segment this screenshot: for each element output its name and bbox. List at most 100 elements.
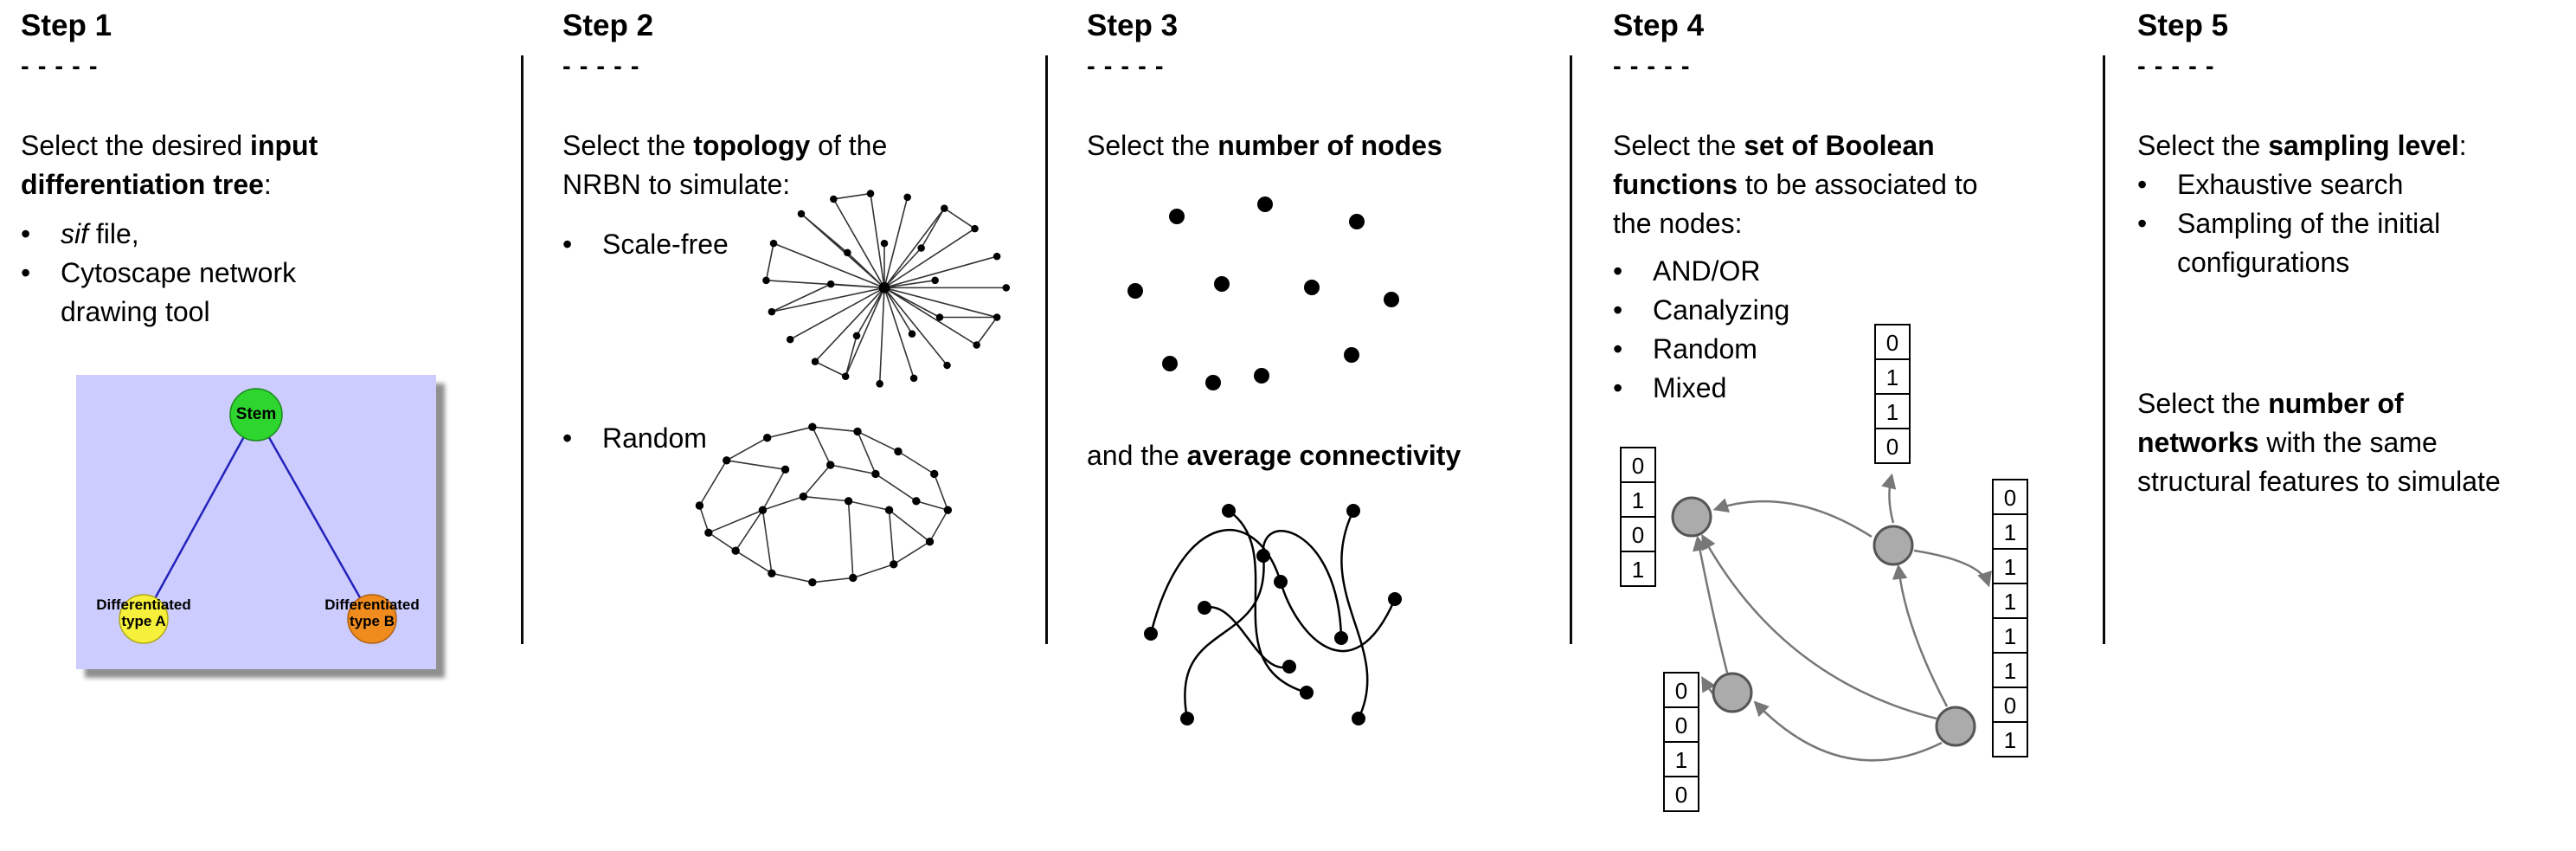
- text-bold: set of Boolean: [1744, 130, 1935, 161]
- step4-dashes: - - - - -: [1613, 53, 1691, 81]
- step5-p2-line1: Select the number of: [2137, 384, 2570, 423]
- table-cell: 0: [1620, 516, 1656, 552]
- table-cell: 1: [1620, 551, 1656, 587]
- bullet-marker: •: [1613, 255, 1623, 287]
- text: Scale-free: [602, 229, 729, 260]
- text: and the: [1087, 440, 1187, 471]
- type-b-label: Differentiated type B: [312, 596, 433, 629]
- text: configurations: [2177, 247, 2350, 278]
- bullet-marker: •: [562, 229, 573, 260]
- bullet-cytoscape: • Cytoscape network drawing tool: [21, 254, 502, 332]
- step5-p1: Select the sampling level:: [2137, 126, 2570, 165]
- step5-bullets: • Exhaustive search • Sampling of the in…: [2137, 165, 2570, 282]
- scale-free-network-graphic: [762, 190, 1011, 388]
- step3-column: Step 3 - - - - - Select the number of no…: [1087, 9, 1554, 725]
- table-cell: 1: [1992, 617, 2028, 654]
- boolean-network-graphic: 0 1 1 0 0 1 0 1 0 0 1 0 0 1 1 1: [1613, 312, 2094, 851]
- step5-dashes: - - - - -: [2137, 53, 2215, 81]
- table-cell: 0: [1663, 706, 1699, 743]
- table-cell: 0: [1620, 447, 1656, 483]
- text: drawing tool: [61, 296, 210, 327]
- step5-p2-line2: networks with the same: [2137, 423, 2570, 462]
- step3-line1: Select the number of nodes: [1087, 126, 1554, 165]
- step4-intro-line1: Select the set of Boolean: [1613, 126, 2094, 165]
- step4-intro-line3: the nodes:: [1613, 208, 1743, 239]
- text: Select the: [1613, 130, 1744, 161]
- step1-intro-line2: differentiation tree:: [21, 165, 502, 204]
- text: :: [263, 169, 272, 200]
- text-bold: differentiation tree: [21, 169, 264, 200]
- bullet-marker: •: [1613, 333, 1623, 364]
- step4-bullets: •AND/OR •Canalyzing •Random •Mixed: [1613, 252, 2094, 408]
- text: :: [2458, 130, 2467, 161]
- text: type A: [121, 613, 166, 629]
- table-cell: 1: [1992, 721, 2028, 758]
- text: Exhaustive search: [2177, 169, 2404, 200]
- text-bold: topology: [693, 130, 811, 161]
- bullet-sampling: • Sampling of the initial configurations: [2137, 204, 2570, 282]
- step1-title: Step 1: [21, 9, 112, 42]
- table-cell: 0: [1992, 687, 2028, 723]
- text: Select the: [2137, 130, 2269, 161]
- step3-title: Step 3: [1087, 9, 1179, 42]
- text: Random: [602, 422, 707, 454]
- step3-line2: and the average connectivity: [1087, 436, 1461, 475]
- divider-2: [1045, 55, 1048, 644]
- step5-p2-line3: structural features to simulate: [2137, 466, 2501, 497]
- table-cell: 1: [1620, 481, 1656, 518]
- type-b-node: [347, 594, 397, 644]
- bullet-marker: •: [2137, 208, 2148, 239]
- boolean-node-3: [1712, 672, 1753, 713]
- random-network-graphic: [695, 422, 953, 587]
- table-cell: 1: [1992, 513, 2028, 550]
- step2-dashes: - - - - -: [562, 53, 640, 81]
- table-cell: 1: [1874, 358, 1911, 395]
- bullet-marker: •: [1613, 372, 1623, 403]
- boolean-node-1: [1671, 496, 1712, 538]
- text-bold: input: [250, 130, 318, 161]
- step5-column: Step 5 - - - - - Select the sampling lev…: [2137, 10, 2570, 501]
- text: to be associated to: [1737, 169, 1978, 200]
- connectivity-tangle-graphic: [1144, 504, 1402, 725]
- nodes-scatter-graphic: [1127, 197, 1399, 390]
- table-cell: 0: [1992, 479, 2028, 515]
- text-bold: number of: [2268, 388, 2404, 419]
- text: with the same: [2258, 427, 2438, 458]
- bullet-marker: •: [21, 218, 31, 249]
- text: Random: [1653, 333, 1757, 364]
- step1-dashes: - - - - -: [21, 53, 99, 81]
- text-bold: number of nodes: [1217, 130, 1442, 161]
- table-cell: 1: [1992, 652, 2028, 688]
- bullet-random: • Random: [562, 419, 707, 458]
- boolean-node-4: [1935, 706, 1976, 747]
- boolean-node-2: [1873, 525, 1914, 566]
- table-cell: 1: [1992, 548, 2028, 584]
- text-bold: sampling level: [2268, 130, 2459, 161]
- step2-intro-line1: Select the topology of the: [562, 126, 1034, 165]
- step1-column: Step 1 - - - - - Select the desired inpu…: [21, 10, 502, 669]
- text: Select the: [562, 130, 694, 161]
- table-cell: 0: [1874, 324, 1911, 360]
- bullet-marker: •: [562, 422, 573, 454]
- table-cell: 1: [1663, 741, 1699, 777]
- divider-3: [1570, 55, 1572, 644]
- table-cell: 0: [1663, 776, 1699, 812]
- text: Canalyzing: [1653, 294, 1790, 326]
- text-bold: functions: [1613, 169, 1738, 200]
- bullet-scale-free: • Scale-free: [562, 225, 729, 264]
- bullet-and-or: •AND/OR: [1613, 252, 2094, 291]
- step5-title: Step 5: [2137, 9, 2229, 42]
- text: Select the: [2137, 388, 2269, 419]
- bullet-canalyzing: •Canalyzing: [1613, 291, 2094, 330]
- text: Differentiated: [324, 596, 420, 613]
- truth-table-right: 0 1 1 1 1 1 0 1: [1992, 479, 2028, 758]
- divider-4: [2103, 55, 2105, 644]
- step2-intro-line2: NRBN to simulate:: [562, 169, 791, 200]
- text: Select the desired: [21, 130, 251, 161]
- step4-title: Step 4: [1613, 9, 1705, 42]
- table-cell: 0: [1874, 428, 1911, 464]
- bullet-sif-file: • sif file,: [21, 215, 502, 254]
- text: Mixed: [1653, 372, 1727, 403]
- text: Select the: [1087, 130, 1218, 161]
- step4-intro-line2: functions to be associated to: [1613, 165, 2094, 204]
